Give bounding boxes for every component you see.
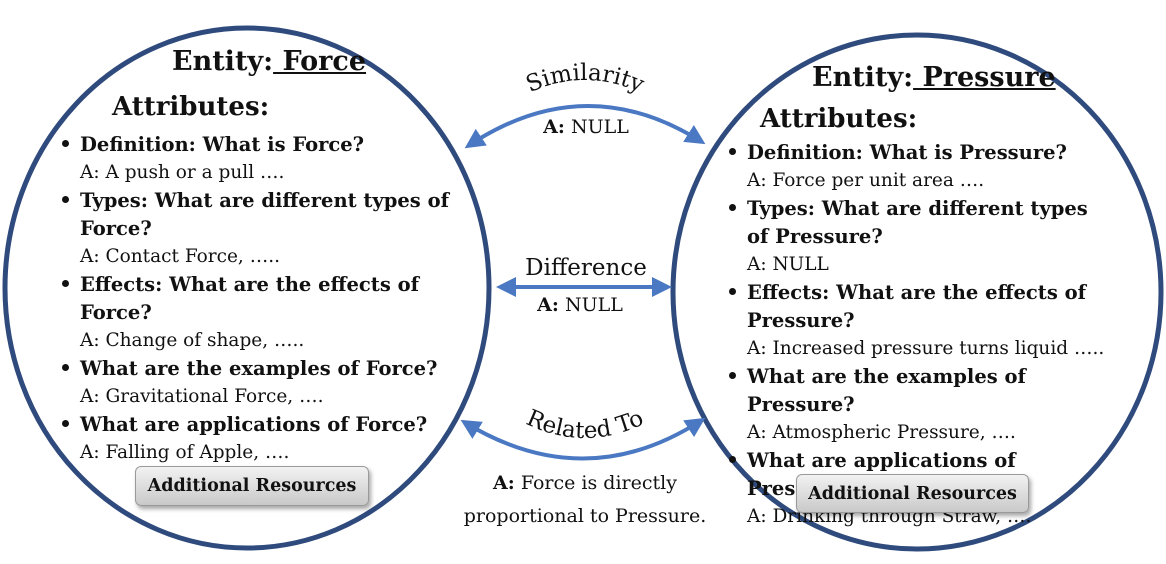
attribute-question: Types: What are different types of Force… xyxy=(80,189,449,240)
force-additional-resources-button[interactable]: Additional Resources xyxy=(135,466,369,506)
answer-prefix: A: xyxy=(543,116,565,138)
attribute-question: Effects: What are the effects of Force? xyxy=(80,273,419,324)
force-entity-title: Entity: Force xyxy=(172,46,366,77)
related-to-answer-line1: A: Force is directly xyxy=(455,467,715,500)
list-item: Types: What are different types of Force… xyxy=(62,187,468,271)
answer-prefix: A: xyxy=(537,294,559,316)
list-item: What are applications of Force? A: Falli… xyxy=(62,411,468,467)
pressure-entity-title: Entity: Pressure xyxy=(812,62,1056,93)
attribute-question: Definition: What is Pressure? xyxy=(747,141,1067,164)
related-to-answer-line2: proportional to Pressure. xyxy=(463,505,707,527)
attribute-question: Definition: What is Force? xyxy=(80,133,365,156)
answer-text: Force is directly xyxy=(514,472,677,494)
list-item: Definition: What is Pressure? A: Force p… xyxy=(729,139,1105,195)
entity-name: Pressure xyxy=(913,62,1056,93)
attribute-question: What are the examples of Pressure? xyxy=(747,365,1026,416)
attribute-answer: A: A push or a pull …. xyxy=(80,162,285,183)
related-to-arrow xyxy=(460,417,706,461)
related-to-answer: A: Force is directly proportional to Pre… xyxy=(455,467,715,533)
pressure-attributes-heading: Attributes: xyxy=(760,104,918,134)
attribute-question: Effects: What are the effects of Pressur… xyxy=(747,281,1086,332)
similarity-label: Similarity xyxy=(523,60,648,98)
entity-prefix: Entity: xyxy=(172,46,274,77)
attribute-answer: A: Gravitational Force, …. xyxy=(80,386,324,407)
pressure-attribute-list: Definition: What is Pressure? A: Force p… xyxy=(725,139,1105,531)
list-item: Definition: What is Force? A: A push or … xyxy=(62,131,468,187)
attribute-question: What are the examples of Force? xyxy=(80,357,438,380)
answer-text: NULL xyxy=(564,116,629,138)
attribute-question: What are applications of Force? xyxy=(80,413,428,436)
list-item: What are the examples of Force? A: Gravi… xyxy=(62,355,468,411)
answer-prefix: A: xyxy=(493,472,515,494)
attribute-answer: A: Force per unit area …. xyxy=(747,170,985,191)
list-item: What are the examples of Pressure? A: At… xyxy=(729,363,1105,447)
similarity-answer: A: NULL xyxy=(506,116,666,138)
attribute-question: Types: What are different types of Press… xyxy=(747,197,1088,248)
attribute-answer: A: Atmospheric Pressure, …. xyxy=(747,422,1016,443)
difference-answer: A: NULL xyxy=(500,294,660,316)
attribute-answer: A: NULL xyxy=(747,254,829,275)
pressure-additional-resources-button[interactable]: Additional Resources xyxy=(796,474,1029,513)
attribute-answer: A: Increased pressure turns liquid ….. xyxy=(747,338,1105,359)
pressure-entity-ellipse xyxy=(670,32,1164,552)
force-attribute-list: Definition: What is Force? A: A push or … xyxy=(58,131,468,467)
list-item: Effects: What are the effects of Force? … xyxy=(62,271,468,355)
entity-prefix: Entity: xyxy=(812,62,914,93)
list-item: Types: What are different types of Press… xyxy=(729,195,1105,279)
list-item: Effects: What are the effects of Pressur… xyxy=(729,279,1105,363)
attribute-answer: A: Falling of Apple, …. xyxy=(80,442,290,463)
similarity-arrow xyxy=(464,104,706,149)
entity-name: Force xyxy=(273,46,367,77)
attribute-answer: A: Change of shape, ….. xyxy=(80,330,305,351)
force-attributes-heading: Attributes: xyxy=(112,92,270,122)
attribute-answer: A: Contact Force, ….. xyxy=(80,246,280,267)
answer-text: NULL xyxy=(558,294,623,316)
related-to-label: Related To xyxy=(523,405,648,444)
force-entity-ellipse xyxy=(2,25,492,551)
difference-label: Difference xyxy=(525,255,647,281)
